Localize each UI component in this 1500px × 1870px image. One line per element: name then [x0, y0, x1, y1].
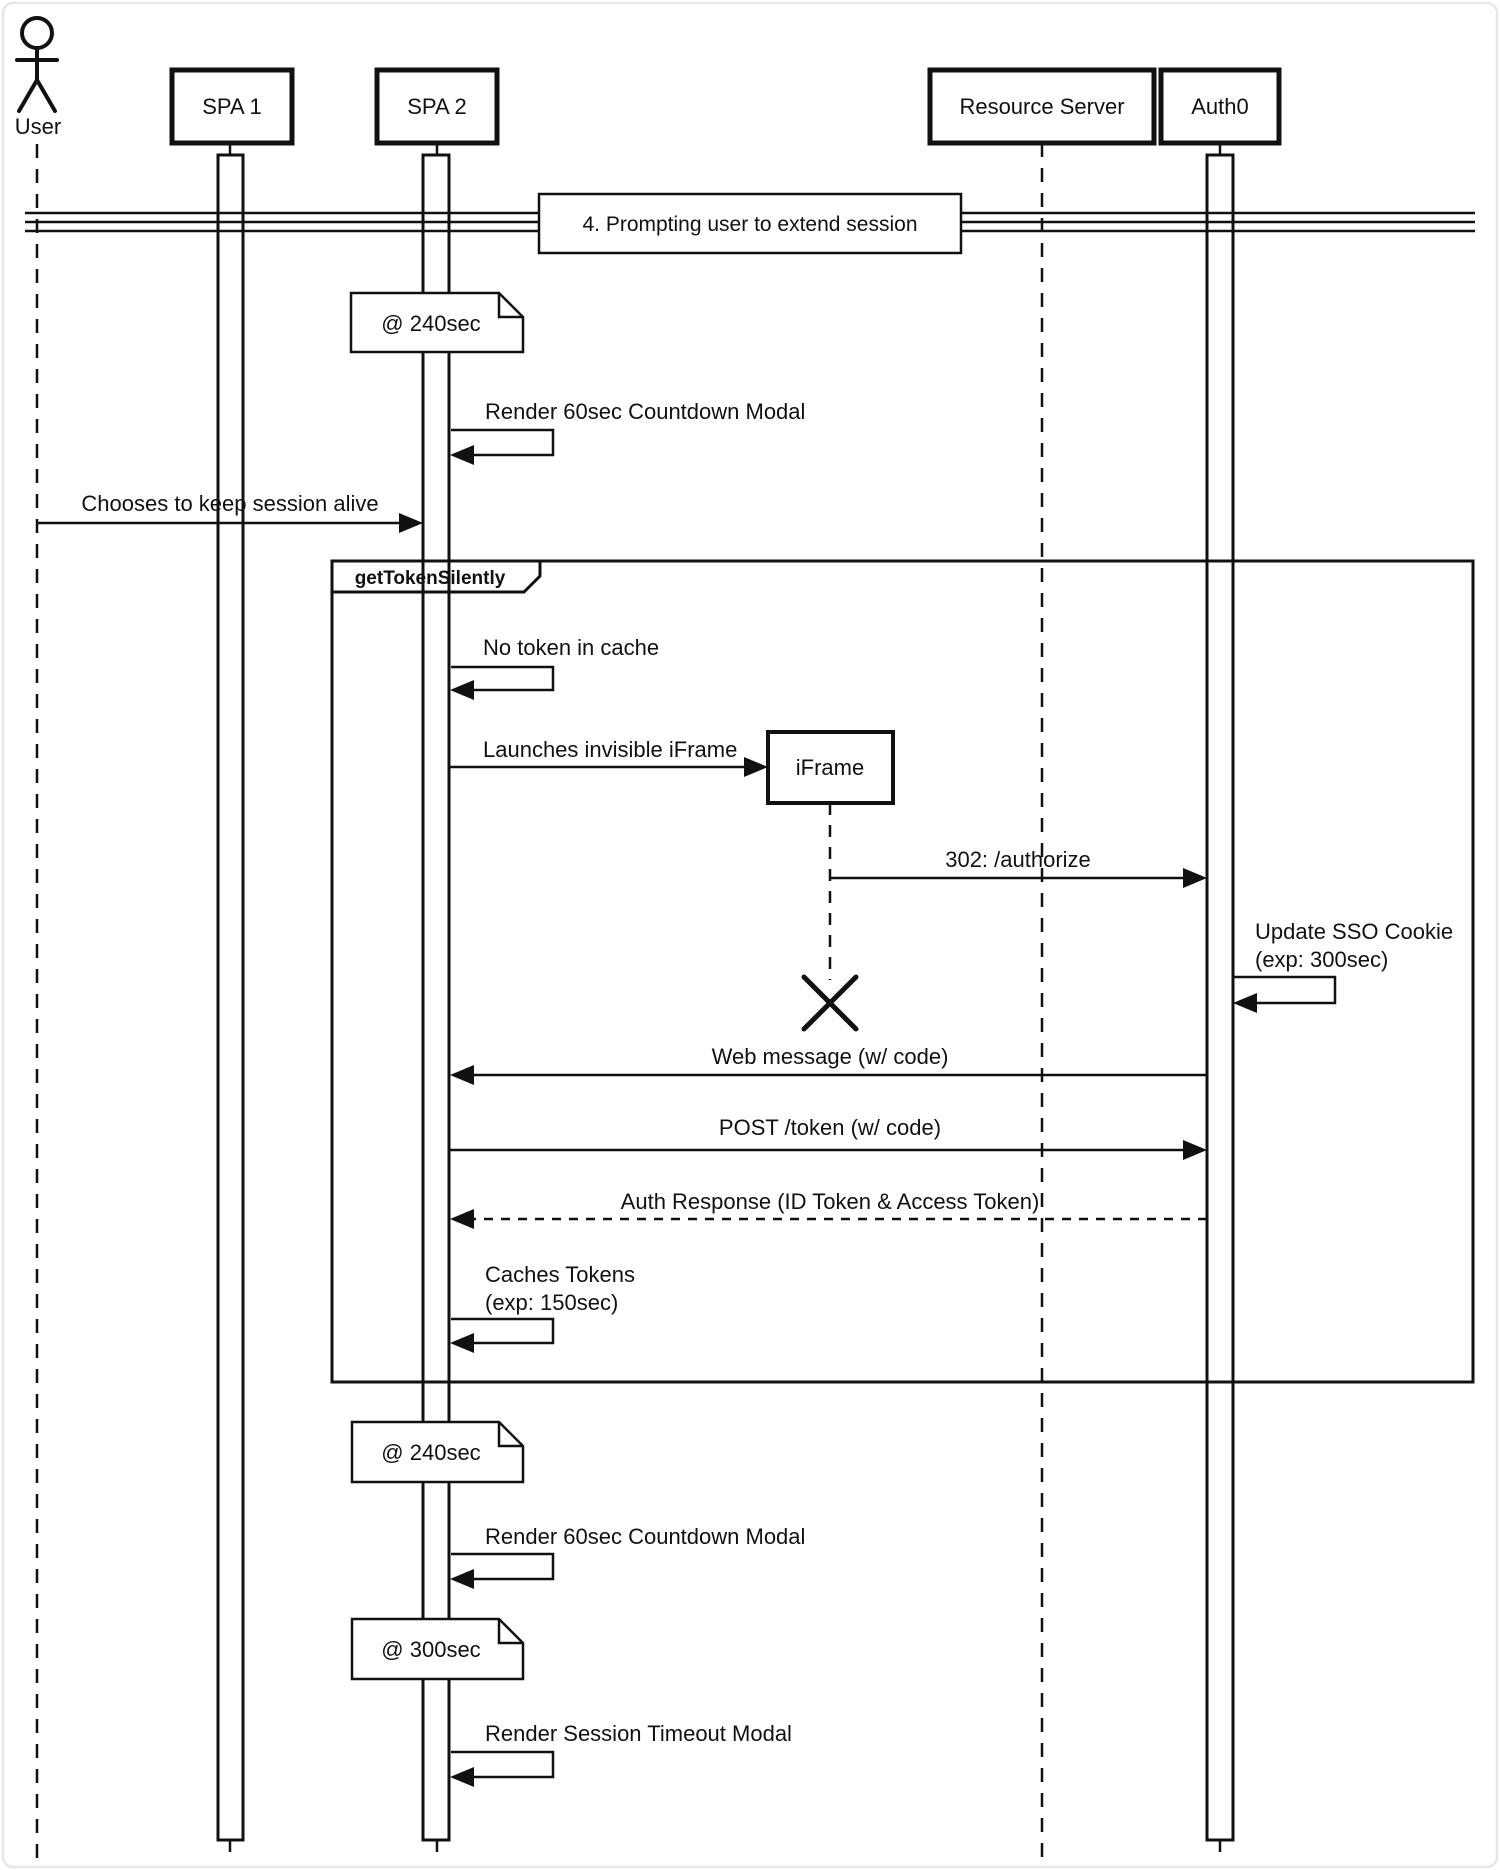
self-message-line: [451, 1552, 555, 1581]
note-240sec-2: @ 240sec: [350, 1420, 525, 1484]
arrowhead-left-icon: [450, 1209, 474, 1229]
message-web-message: Web message (w/ code): [450, 1044, 1207, 1085]
arrowhead-left-icon: [450, 680, 474, 700]
message-label: Render 60sec Countdown Modal: [485, 1524, 805, 1549]
arrowhead-right-icon: [1183, 868, 1207, 888]
section-divider: 4. Prompting user to extend session: [25, 192, 1475, 255]
participant-resource-server: Resource Server: [927, 67, 1157, 1858]
message-label: No token in cache: [483, 635, 659, 660]
note-fold-icon: [497, 293, 523, 319]
frame-label-tab: [330, 559, 542, 594]
message-render-countdown-2: Render 60sec Countdown Modal: [450, 1524, 805, 1589]
arrowhead-left-icon: [450, 1569, 474, 1589]
activation-bar-spa1: [216, 153, 245, 1842]
participant-box-spa1: [169, 67, 295, 146]
participant-label-spa1: SPA 1: [202, 94, 262, 119]
frame-label: getTokenSilently: [355, 568, 506, 589]
message-sublabel: (exp: 150sec): [485, 1290, 618, 1315]
self-message-line: [451, 428, 555, 457]
note-fold-icon: [497, 1422, 523, 1448]
message-label: Render 60sec Countdown Modal: [485, 399, 805, 424]
note-shape: [350, 1420, 525, 1484]
participant-auth0: Auth0: [1158, 67, 1282, 1858]
activation-bar-spa2: [421, 153, 451, 1842]
message-render-session-timeout: Render Session Timeout Modal: [450, 1721, 792, 1787]
message-keep-session-alive: Chooses to keep session alive: [37, 491, 423, 533]
note-shape: [350, 1617, 525, 1681]
message-label: POST /token (w/ code): [719, 1115, 941, 1140]
message-label: Chooses to keep session alive: [81, 491, 378, 516]
self-message-line: [451, 1750, 555, 1779]
message-auth-response: Auth Response (ID Token & Access Token): [450, 1189, 1207, 1229]
destroy-iframe: [801, 974, 859, 1032]
note-fold-icon: [497, 1619, 523, 1645]
frame-border: [330, 559, 1475, 1384]
message-sublabel: (exp: 300sec): [1255, 947, 1388, 972]
participant-box-iframe: [766, 730, 895, 805]
message-label: 302: /authorize: [945, 847, 1091, 872]
arrowhead-left-icon: [450, 445, 474, 465]
actor-leg-right: [35, 78, 57, 113]
message-302-authorize: 302: /authorize: [830, 847, 1207, 888]
message-caches-tokens: Caches Tokens (exp: 150sec): [450, 1262, 635, 1353]
note-300sec: @ 300sec: [350, 1617, 525, 1681]
arrowhead-left-icon: [450, 1333, 474, 1353]
section-banner-box: [537, 192, 963, 255]
participant-box-auth0: [1158, 67, 1282, 146]
message-launches-iframe: Launches invisible iFrame: [450, 737, 768, 777]
participant-iframe: iFrame: [766, 730, 895, 980]
participant-label-resource-server: Resource Server: [959, 94, 1124, 119]
participant-label-iframe: iFrame: [796, 755, 864, 780]
message-render-countdown-1: Render 60sec Countdown Modal: [450, 399, 805, 465]
message-label: Launches invisible iFrame: [483, 737, 737, 762]
message-update-sso-cookie: Update SSO Cookie (exp: 300sec): [1233, 919, 1453, 1013]
destroy-x-icon: [801, 974, 859, 1032]
arrowhead-left-icon: [1233, 993, 1257, 1013]
message-label: Web message (w/ code): [712, 1044, 949, 1069]
self-message-line: [451, 1317, 555, 1345]
participant-label-spa2: SPA 2: [407, 94, 467, 119]
message-label: Update SSO Cookie: [1255, 919, 1453, 944]
arrowhead-right-icon: [1183, 1140, 1207, 1160]
arrowhead-left-icon: [450, 1767, 474, 1787]
self-message-line: [1234, 975, 1337, 1005]
activation-bar-auth0: [1205, 153, 1235, 1842]
message-label: Auth Response (ID Token & Access Token): [621, 1189, 1040, 1214]
note-240sec-1: @ 240sec: [349, 291, 525, 354]
message-label: Caches Tokens: [485, 1262, 635, 1287]
arrowhead-right-icon: [399, 513, 423, 533]
arrowhead-right-icon: [744, 757, 768, 777]
frame-gettokensilently: getTokenSilently: [330, 559, 1475, 1384]
message-no-token-in-cache: No token in cache: [450, 635, 659, 700]
arrowhead-left-icon: [450, 1065, 474, 1085]
actor-leg-left: [17, 78, 39, 113]
note-label: @ 240sec: [381, 1440, 480, 1465]
participant-spa2: SPA 2: [374, 67, 500, 1858]
participant-spa1: SPA 1: [169, 67, 295, 1858]
message-post-token: POST /token (w/ code): [450, 1115, 1207, 1160]
participant-box-spa2: [374, 67, 500, 146]
note-label: @ 240sec: [381, 311, 480, 336]
participant-label-auth0: Auth0: [1191, 94, 1249, 119]
participant-box-resource-server: [927, 67, 1157, 146]
participant-user: User: [15, 16, 61, 1858]
note-shape: [349, 291, 525, 354]
note-label: @ 300sec: [381, 1637, 480, 1662]
self-message-line: [451, 665, 555, 692]
message-label: Render Session Timeout Modal: [485, 1721, 792, 1746]
participant-label-user: User: [15, 114, 61, 139]
section-banner-label: 4. Prompting user to extend session: [582, 213, 917, 236]
